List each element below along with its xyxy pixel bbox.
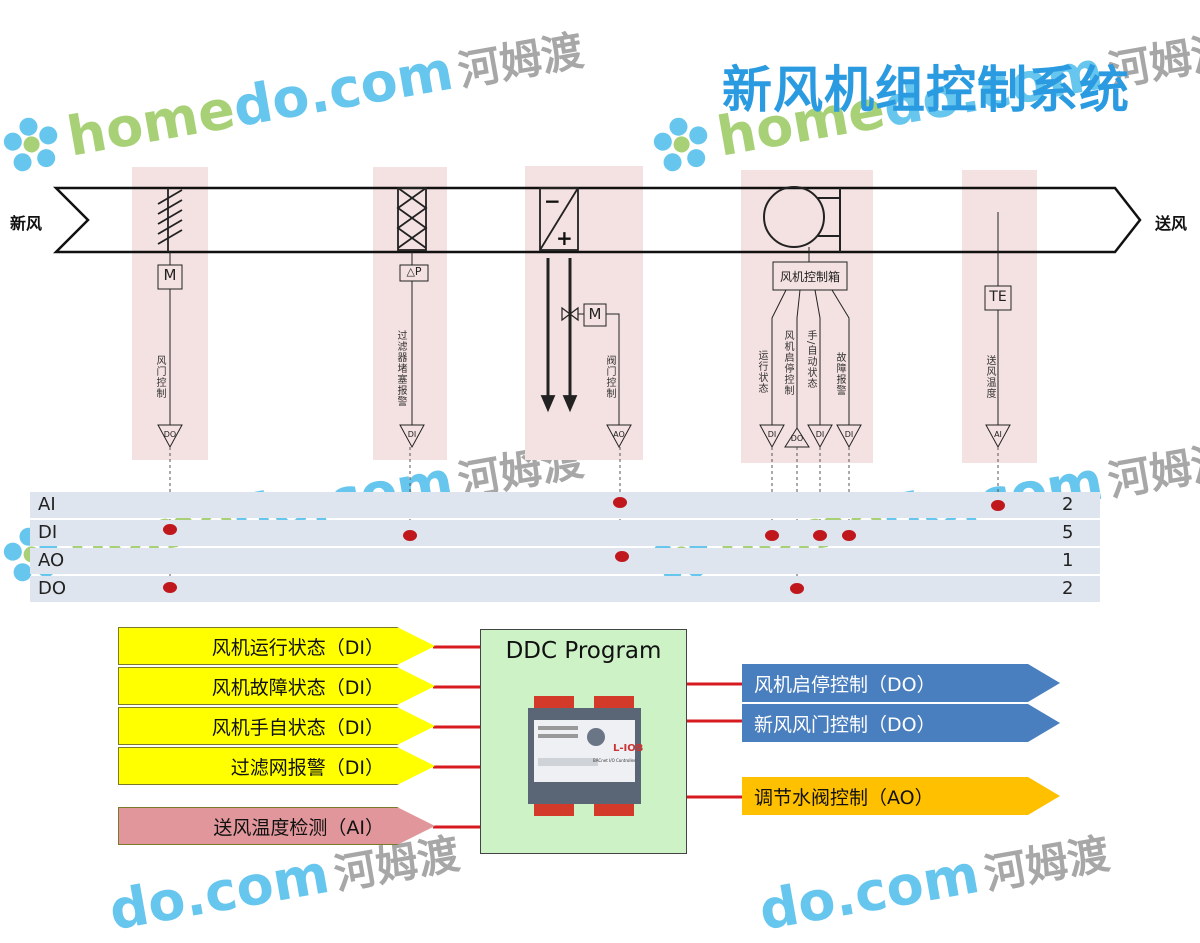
io-point-dot [163,582,177,593]
io-row-ai: AI 2 [30,492,1100,518]
coil-plus-label: + [556,226,573,250]
watermark: homedo.com河姆渡 [645,16,1200,181]
io-point-dot [790,583,804,594]
io-type: DO [38,578,67,599]
flower-logo-icon [3,117,58,171]
io-row-di: DI 5 [30,520,1100,546]
input-label: 风机故障状态（DI） [211,676,384,699]
input-label: 过滤网报警（DI） [230,756,384,779]
duct-diagram [52,186,1142,592]
fan-control-box-label: 风机控制箱 [779,270,840,284]
filter-sensor-label: △P [406,265,422,278]
input-filter-alarm: 过滤网报警（DI） [118,747,435,785]
io-tag: AO [613,430,625,439]
damper-icon [157,188,183,449]
io-type: AO [38,550,65,571]
ddc-program-box: DDC Program L-IOB BACnet I/O Controller [480,629,687,854]
io-count: 2 [1062,578,1074,599]
supply-temp-label: 送风温度 [984,355,995,399]
temp-highlight [962,170,1037,463]
ddc-device-sub: BACnet I/O Controller [593,758,636,763]
io-point-dot [765,530,779,541]
output-label: 调节水阀控制（AO） [754,786,934,809]
io-count: 2 [1062,494,1074,515]
io-point-dot [403,530,417,541]
io-tag: DI [407,430,417,439]
output-fan-start-stop: 风机启停控制（DO） [742,664,1060,702]
ddc-connectors [433,645,742,829]
watermark: homedo.com河姆渡 [0,16,588,181]
input-label: 风机运行状态（DI） [211,636,384,659]
ddc-controller-icon [528,696,641,816]
io-tag: DI [767,430,777,439]
fan-highlight [741,170,873,463]
io-row-do: DO 2 [30,576,1100,602]
ddc-title: DDC Program [505,638,662,664]
input-fan-run-status: 风机运行状态（DI） [118,627,435,665]
filter-icon [396,187,429,449]
damper-control-label: 风门控制 [154,355,165,399]
io-type: AI [38,494,56,515]
input-label: 送风温度检测（AI） [213,816,384,839]
io-row-ao: AO 1 [30,548,1100,574]
filter-alarm-label: 过滤器堵塞报警 [395,330,406,407]
input-fan-hand-auto-status: 风机手自状态（DI） [118,707,435,745]
fan-auto-manual-label: 手/自动状态 [805,330,816,390]
output-fresh-air-damper: 新风风门控制（DO） [742,704,1060,742]
io-type: DI [38,522,58,543]
flower-logo-icon [653,117,708,171]
coil-minus-label: − [544,189,561,213]
fan-start-stop-label: 风机启停控制 [782,330,793,396]
output-water-valve: 调节水阀控制（AO） [742,777,1060,815]
output-label: 风机启停控制（DO） [754,673,936,696]
input-supply-temp: 送风温度检测（AI） [118,807,435,845]
io-tag: DO [790,434,804,443]
temp-sensor-label: TE [989,289,1007,305]
page-title: 新风机组控制系统 [722,61,1130,119]
io-point-dot [615,551,629,562]
output-label: 新风风门控制（DO） [754,713,936,736]
fan-status-label: 运行状态 [756,350,767,394]
temp-sensor-icon [984,212,1012,449]
inlet-label: 新风 [10,214,43,233]
input-label: 风机手自状态（DI） [211,716,384,739]
ddc-device-brand: L-IOB [613,743,644,754]
damper-actuator-label: M [163,266,177,284]
valve-control-label: 阀门控制 [604,355,615,399]
io-point-dot [991,500,1005,511]
coil-actuator-label: M [588,305,602,323]
fan-icon [759,186,862,449]
io-point-dot [613,497,627,508]
air-duct [52,186,1142,254]
io-tag: DO [163,430,177,439]
io-count: 5 [1062,522,1074,543]
outlet-label: 送风 [1155,214,1188,233]
io-tag: DI [815,430,825,439]
fan-fault-label: 故障报警 [834,352,845,396]
input-fan-fault-status: 风机故障状态（DI） [118,667,435,705]
io-point-dot [842,530,856,541]
io-point-dot [163,524,177,535]
io-point-dot [813,530,827,541]
io-count: 1 [1062,550,1074,571]
coil-icon [539,187,632,449]
io-tag: DI [844,430,854,439]
io-tag: AI [994,430,1002,439]
